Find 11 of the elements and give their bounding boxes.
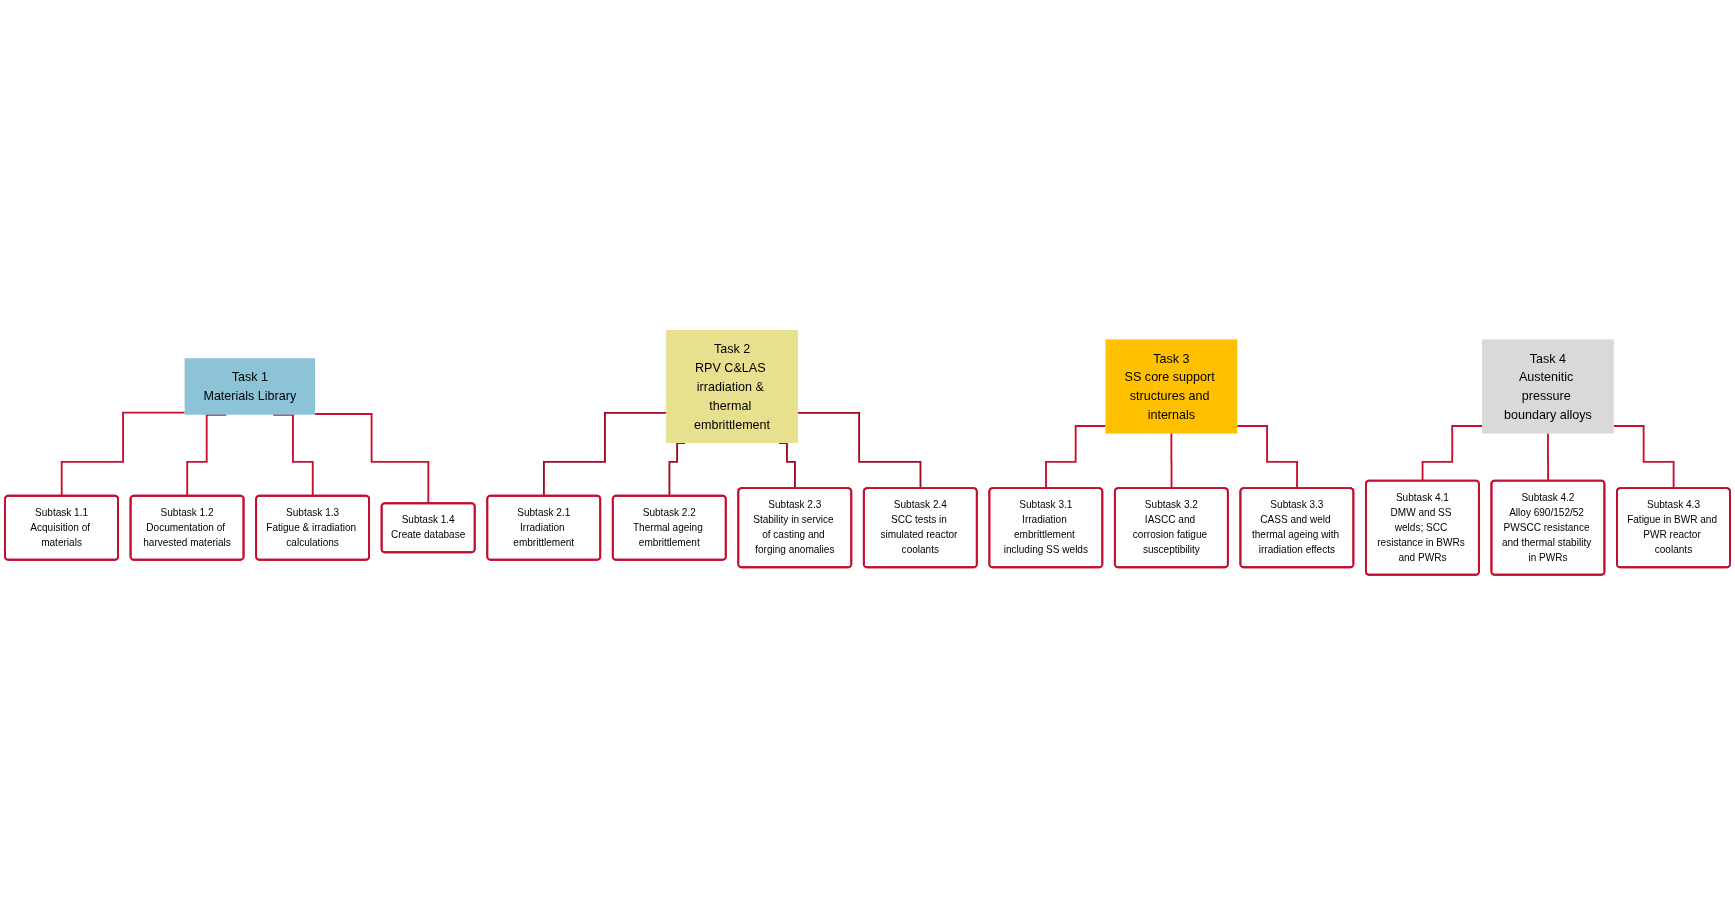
connector <box>542 411 668 497</box>
connector <box>60 411 186 497</box>
node-box: Task 3 SS core support structures and internals <box>1105 339 1238 434</box>
connector <box>186 413 228 497</box>
node-box: Task 4 Austenitic pressure boundary alloys <box>1482 339 1614 434</box>
connector <box>668 441 686 497</box>
node-box: Task 1 Materials Library <box>184 357 316 415</box>
connector <box>1421 424 1483 482</box>
node-box: Task 2 RPV C&LAS irradiation & thermal embrittlement <box>666 329 798 443</box>
connector <box>272 413 314 497</box>
connector <box>1547 432 1550 482</box>
